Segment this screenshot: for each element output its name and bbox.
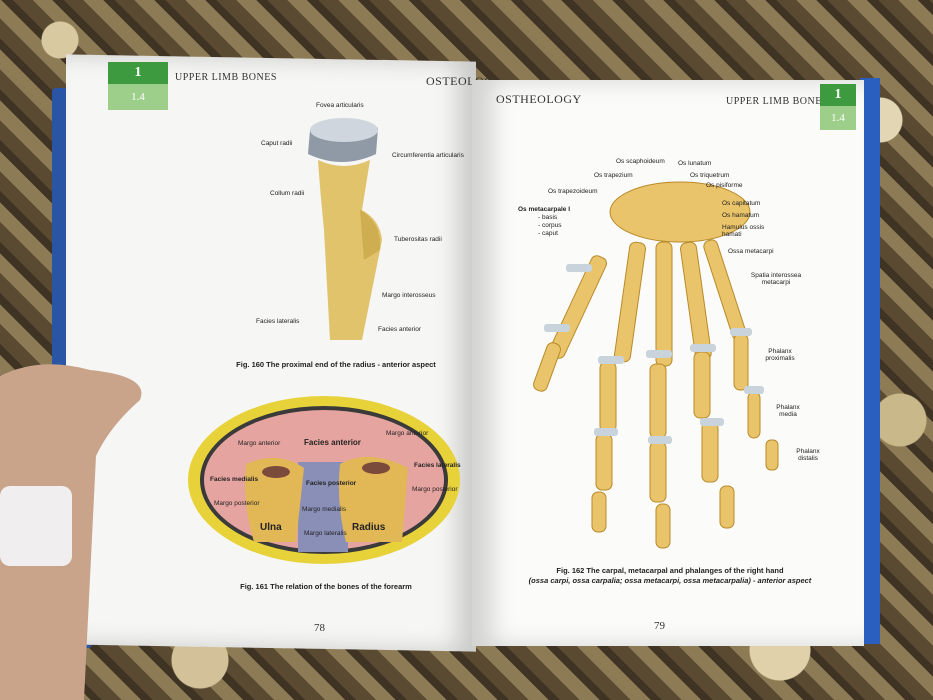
label-margo-lateralis: Margo lateralis: [304, 530, 347, 537]
forearm-cross-section: [188, 396, 460, 564]
right-header-title: OSTHEOLOGY: [496, 92, 582, 106]
right-header-section: UPPER LIMB BONES: [726, 96, 828, 107]
label-margo-anterior-left: Margo anterior: [238, 440, 281, 447]
label-circumferentia: Circumferentia articularis: [392, 152, 464, 159]
label-fovea-articularis: Fovea articularis: [316, 102, 364, 109]
label-os-lunatum: Os lunatum: [678, 160, 712, 167]
label-os-triquetrum: Os triquetrum: [690, 172, 730, 179]
label-radius: Radius: [352, 522, 386, 533]
label-margo-interosseus: Margo interosseus: [382, 292, 436, 299]
left-page-number: 78: [314, 622, 325, 634]
label-ossa-metacarpi: Ossa metacarpi: [728, 248, 774, 255]
label-ulna: Ulna: [260, 522, 282, 533]
label-facies-lateralis: Facies lateralis: [256, 318, 300, 325]
label-os-trapezoideum: Os trapezoideum: [548, 188, 598, 195]
label-margo-anterior-right: Margo anterior: [386, 430, 429, 437]
label-hamulus: Hamulus ossis hamati: [722, 224, 765, 238]
label-os-hamatum: Os hamatum: [722, 212, 760, 219]
label-facies-lateralis-2: Facies lateralis: [414, 462, 461, 469]
label-facies-posterior: Facies posterior: [306, 480, 357, 487]
left-tab-number: 1: [108, 62, 168, 84]
label-margo-posterior-left: Margo posterior: [214, 500, 260, 507]
hand-skeleton-illustration: [533, 181, 779, 549]
label-facies-anterior: Facies anterior: [378, 326, 421, 333]
reader-hand: [0, 364, 142, 700]
book-cover-right: [860, 78, 880, 644]
label-phalanx-distalis: Phalanx distalis: [796, 448, 820, 462]
left-header-title: UPPER LIMB BONES: [175, 72, 277, 83]
right-tab-section: 1.4: [820, 106, 856, 130]
label-collum-radii: Collum radii: [270, 190, 305, 197]
label-margo-medialis: Margo medialis: [302, 506, 347, 513]
label-facies-medialis: Facies medialis: [210, 476, 259, 483]
left-tab-section: 1.4: [108, 84, 168, 110]
label-os-scaphoideum: Os scaphoideum: [616, 158, 665, 165]
radius-illustration: [308, 118, 382, 340]
label-caput: - caput: [538, 230, 558, 237]
label-tuberositas: Tuberositas radii: [394, 236, 442, 243]
label-facies-anterior-2: Facies anterior: [304, 438, 361, 447]
fig160-caption: Fig. 160 The proximal end of the radius …: [236, 360, 436, 369]
label-margo-posterior-right: Margo posterior: [412, 486, 458, 493]
fig161-caption: Fig. 161 The relation of the bones of th…: [240, 582, 412, 591]
fig162-caption-line2: (ossa carpi, ossa carpalia; ossa metacar…: [528, 576, 812, 585]
right-tab-number: 1: [820, 84, 856, 106]
label-os-capitatum: Os capitatum: [722, 200, 761, 207]
label-spatia-interossea: Spatia interossea metacarpi: [750, 272, 802, 286]
label-phalanx-proximalis: Phalanx proximalis: [765, 348, 795, 362]
label-corpus: - corpus: [538, 222, 562, 229]
label-phalanx-media: Phalanx media: [776, 404, 800, 418]
right-page-number: 79: [654, 620, 665, 632]
label-os-metacarpale: Os metacarpale I: [518, 206, 571, 213]
label-os-trapezium: Os trapezium: [594, 172, 633, 179]
label-basis: - basis: [538, 214, 558, 221]
label-os-pisiforme: Os pisiforme: [706, 182, 743, 189]
label-caput-radii: Caput radii: [261, 140, 293, 147]
fig162-caption-line1: Fig. 162 The carpal, metacarpal and phal…: [556, 566, 784, 575]
